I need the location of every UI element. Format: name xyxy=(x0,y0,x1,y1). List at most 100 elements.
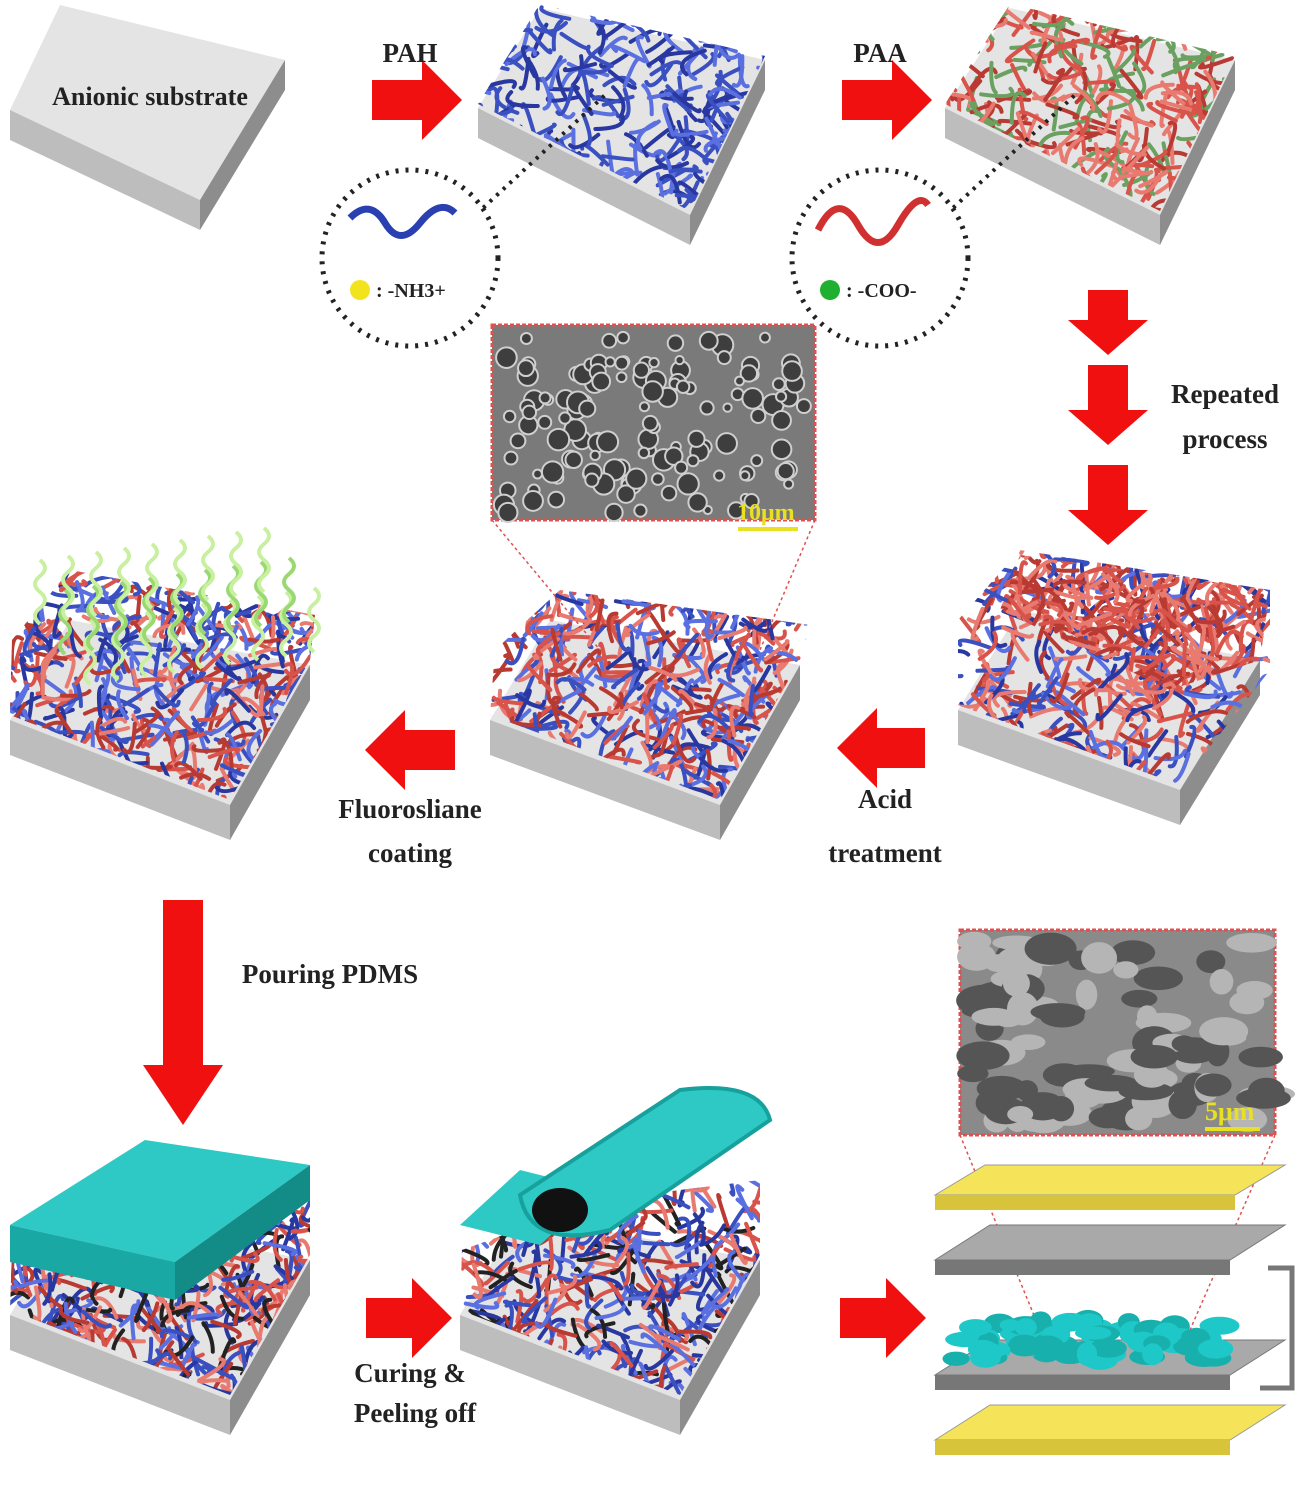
polymer-strand xyxy=(996,569,1012,603)
polymer-strand xyxy=(992,689,1027,708)
fluorosilane-chain xyxy=(173,538,187,606)
pore xyxy=(795,398,812,415)
polymer-strand xyxy=(1201,191,1231,211)
pore xyxy=(614,355,630,371)
polymer-strand xyxy=(1215,629,1244,656)
polymer-strand xyxy=(1053,557,1090,567)
polymer-strand xyxy=(549,58,567,90)
polymer-strand xyxy=(301,1384,310,1395)
polymer-strand xyxy=(580,714,607,739)
polymer-strand xyxy=(945,4,967,24)
polymer-strand xyxy=(623,612,651,638)
polymer-strand xyxy=(64,656,76,689)
polymer-strand xyxy=(664,1262,699,1271)
pore xyxy=(596,430,620,454)
polymer-strand xyxy=(229,1373,257,1395)
polymer-strand xyxy=(1000,555,1032,561)
polymer-strand xyxy=(753,646,773,674)
pore xyxy=(750,407,767,425)
polymer-strand xyxy=(28,622,47,651)
polymer-strand xyxy=(780,751,807,777)
polymer-strand xyxy=(948,166,980,185)
polymer-strand xyxy=(519,1384,538,1395)
pore xyxy=(674,355,685,366)
polymer-strand xyxy=(539,643,558,674)
polymer-strand xyxy=(492,605,524,615)
polymer-strand xyxy=(521,1277,549,1304)
scale-label: 5μm xyxy=(1205,1097,1255,1126)
grain xyxy=(1130,1044,1178,1069)
polymer-strand xyxy=(550,627,563,662)
polymer-strand xyxy=(303,580,311,613)
polymer-strand xyxy=(10,570,27,594)
pore xyxy=(616,484,636,504)
pah-detail-callout: : -NH3+ xyxy=(319,93,607,349)
polymer-strand xyxy=(21,1365,42,1395)
polymer-strand xyxy=(1195,555,1227,573)
polymer-strand xyxy=(500,590,529,610)
polymer-strand xyxy=(956,8,986,33)
polymer-strand xyxy=(10,1360,44,1372)
polymer-strand xyxy=(72,1322,107,1334)
polymer-strand xyxy=(703,652,712,685)
polymer-strand xyxy=(967,775,1001,785)
polymer-strand xyxy=(1095,90,1130,104)
polymer-strand xyxy=(721,1226,756,1234)
zoom-line xyxy=(959,1134,1041,1331)
polymer-strand xyxy=(1011,706,1046,714)
polymer-strand xyxy=(953,36,970,69)
polymer-strand xyxy=(646,630,676,646)
polymer-strand xyxy=(994,65,1028,79)
polymer-strand xyxy=(711,193,731,211)
polymer-strand xyxy=(278,1374,306,1395)
polymer-strand xyxy=(201,1321,215,1354)
polymer-strand xyxy=(744,1221,760,1254)
polymer-strand xyxy=(1028,23,1062,47)
polymer-strand xyxy=(490,598,514,623)
polymer-strand xyxy=(1004,38,1036,64)
polymer-strand xyxy=(1206,605,1224,638)
polymer-strand xyxy=(1109,4,1133,12)
polymer-strand xyxy=(1099,87,1137,94)
polymer-strand xyxy=(460,1186,474,1203)
polymer-strand xyxy=(162,652,193,667)
polymer-strand xyxy=(958,552,963,572)
polymer-strand xyxy=(510,593,538,615)
polymer-strand xyxy=(1243,571,1270,581)
polymer-strand xyxy=(460,1246,490,1267)
polymer-strand xyxy=(611,85,626,119)
polymer-strand xyxy=(1076,122,1087,156)
polymer-strand xyxy=(263,1371,299,1385)
polymer-strand xyxy=(505,90,540,109)
polymer-strand xyxy=(98,725,131,736)
polymer-strand xyxy=(122,721,137,754)
polymer-strand xyxy=(666,1275,698,1295)
grain xyxy=(971,1007,1017,1026)
pore xyxy=(675,379,691,395)
grain xyxy=(1236,981,1273,1000)
polymer-strand xyxy=(308,746,315,769)
polymer-strand xyxy=(714,1222,741,1248)
polymer-strand xyxy=(721,28,756,38)
polymer-strand xyxy=(40,773,69,796)
polymer-strand xyxy=(708,682,724,712)
polymer-strand xyxy=(303,764,315,800)
callout-line xyxy=(468,93,607,222)
grain xyxy=(1063,1064,1115,1079)
polymer-strand xyxy=(628,27,662,44)
polymer-strand xyxy=(609,1249,635,1276)
grain xyxy=(1133,966,1183,991)
polymer-strand xyxy=(1187,175,1208,205)
polymer-strand xyxy=(751,1358,760,1391)
polymer-strand xyxy=(1048,205,1078,211)
polymer-strand xyxy=(540,76,552,111)
polymer-strand xyxy=(524,723,558,731)
polymer-strand xyxy=(948,27,974,55)
polymer-strand xyxy=(795,675,810,683)
polymer-strand xyxy=(1010,567,1038,591)
polymer-strand xyxy=(503,1299,539,1309)
polymer-strand xyxy=(1237,728,1258,760)
polymer-strand xyxy=(1027,558,1058,579)
polymer-strand xyxy=(584,1298,604,1330)
polymer-strand xyxy=(559,621,590,636)
